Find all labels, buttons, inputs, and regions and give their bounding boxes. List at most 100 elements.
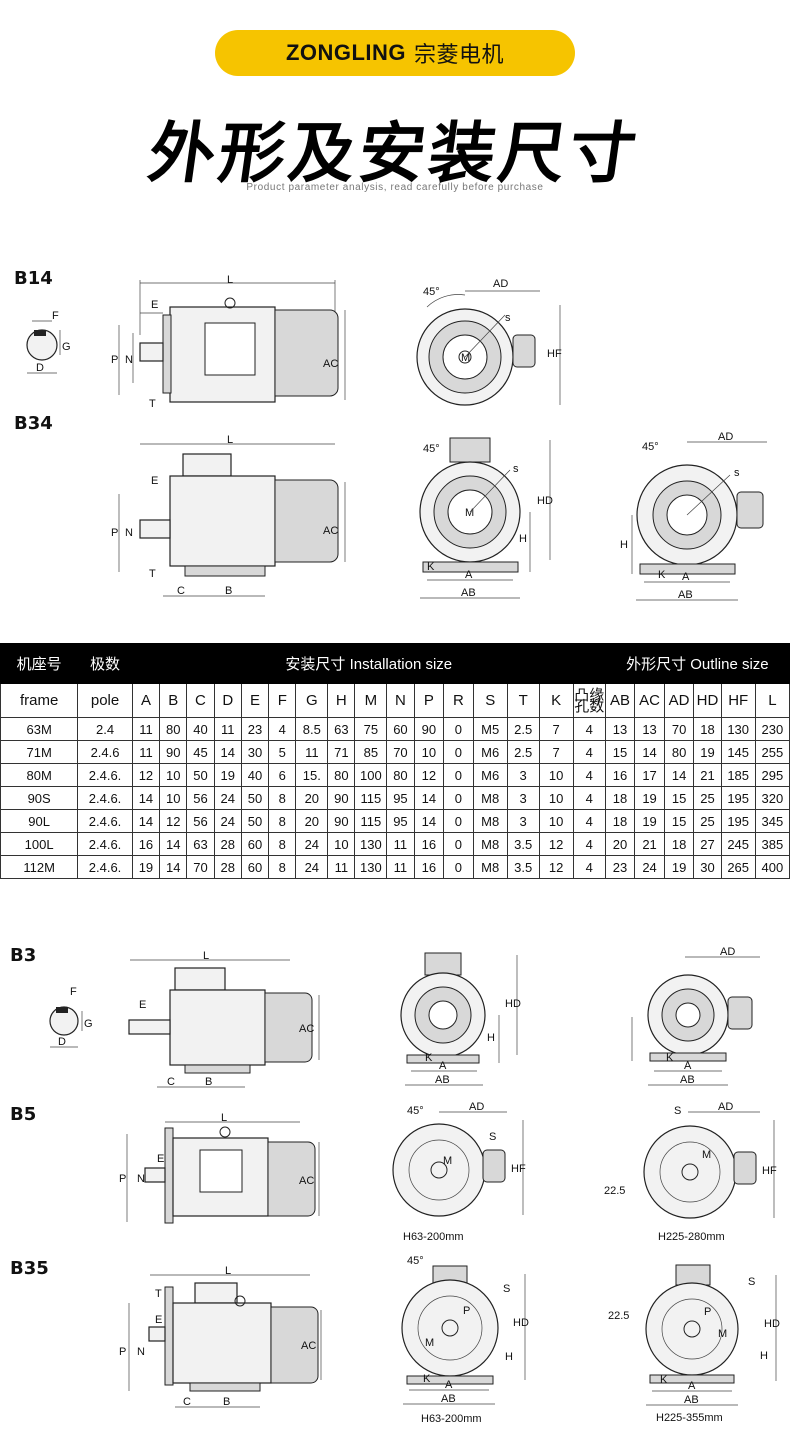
table-cell: M6 [472, 763, 508, 787]
dim-label: E [157, 1153, 164, 1165]
table-cell: M8 [472, 855, 508, 879]
dim-label: H [487, 1032, 495, 1044]
table-cell: 19 [663, 855, 695, 879]
dim-label: 22.5 [604, 1185, 625, 1197]
dim-label: P [111, 354, 118, 366]
table-cell: 0 [443, 832, 474, 856]
dim-label: L [225, 1265, 231, 1277]
motor-flange-view-b35-large: P M S 22.5 HD H K A AB H225-355mm [608, 1264, 780, 1424]
dim-label: A [439, 1060, 447, 1072]
dim-label: s [513, 463, 519, 475]
dim-label: C [177, 585, 185, 597]
table-cell: 0 [443, 786, 474, 810]
spec-table: 机座号 极数 安装尺寸 Installation size 外形尺寸 Outli… [0, 643, 790, 879]
table-cell: 24 [213, 786, 242, 810]
dim-label: AB [461, 587, 476, 599]
table-cell: 4 [572, 832, 606, 856]
table-cell: 90 [159, 740, 188, 764]
column-header: AC [634, 683, 665, 718]
shaft-key-section-b3: F G D [49, 986, 93, 1048]
dim-label: HF [511, 1163, 526, 1175]
table-cell: 385 [754, 832, 790, 856]
dim-label: 45° [423, 286, 440, 298]
column-header: pole [77, 683, 133, 718]
table-cell: M5 [472, 717, 508, 741]
table-cell: 16 [604, 763, 636, 787]
table-cell: 3.5 [506, 832, 540, 856]
table-cell: 10 [538, 809, 574, 833]
table-cell: 2.5 [506, 717, 540, 741]
table-cell: 20 [295, 786, 329, 810]
column-header: frame [0, 683, 79, 718]
table-cell: 80 [159, 717, 188, 741]
table-cell: M8 [472, 809, 508, 833]
column-header: L [754, 683, 790, 718]
table-cell: 265 [720, 855, 756, 879]
dim-label: M [718, 1328, 727, 1340]
dim-label: HD [537, 495, 553, 507]
dim-label: M [465, 507, 474, 519]
section-label-b34: B34 [14, 413, 53, 434]
dim-label: HF [762, 1165, 777, 1177]
dim-label: L [227, 274, 233, 286]
table-cell: 4 [572, 786, 606, 810]
column-header: F [268, 683, 297, 718]
brand-banner: ZONGLING 宗菱电机 [215, 30, 575, 76]
table-cell: 8 [268, 855, 297, 879]
dim-label: B [205, 1076, 212, 1088]
dim-label: B [225, 585, 232, 597]
range-label-b35-right: H225-355mm [656, 1412, 723, 1424]
table-cell: 12 [538, 832, 574, 856]
column-header: R [443, 683, 474, 718]
table-cell: 2.4.6. [77, 786, 133, 810]
table-cell: 14 [131, 786, 161, 810]
brand-name-en: ZONGLING [285, 40, 407, 65]
dim-label: AD [718, 431, 733, 443]
dim-label: S [503, 1283, 510, 1295]
dim-label: E [155, 1314, 162, 1326]
table-cell: 400 [754, 855, 790, 879]
dim-label: P [119, 1346, 126, 1358]
table-cell: 0 [443, 763, 474, 787]
dim-label: E [151, 475, 158, 487]
dim-label: G [62, 341, 71, 353]
table-cell: 63M [0, 717, 79, 741]
table-cell: 10 [538, 786, 574, 810]
table-cell: 70 [663, 717, 695, 741]
column-header: AD [663, 683, 695, 718]
table-cell: 0 [443, 809, 474, 833]
table-cell: M6 [472, 740, 508, 764]
table-cell: 115 [354, 786, 388, 810]
table-cell: 10 [413, 740, 445, 764]
table-cell: 85 [354, 740, 388, 764]
dim-label: HD [505, 998, 521, 1010]
column-header: 凸缘孔数 [572, 683, 606, 718]
column-header: P [413, 683, 445, 718]
table-cell: 14 [159, 832, 188, 856]
column-header: A [131, 683, 161, 718]
table-cell: 8.5 [295, 717, 329, 741]
dim-label: E [151, 299, 158, 311]
column-header: N [386, 683, 415, 718]
dim-label: M [461, 352, 470, 364]
table-cell: 28 [213, 832, 242, 856]
table-cell: 60 [240, 855, 270, 879]
dim-label: AD [720, 946, 735, 958]
table-cell: 12 [413, 763, 445, 787]
dim-label: AC [323, 358, 338, 370]
motor-side-view-b14: L E P N T AC [111, 274, 346, 410]
table-cell: 24 [295, 855, 329, 879]
table-cell: M8 [472, 832, 508, 856]
table-cell: 345 [754, 809, 790, 833]
dim-label: K [660, 1374, 668, 1386]
table-cell: 71M [0, 740, 79, 764]
table-cell: 295 [754, 763, 790, 787]
dim-label: AB [678, 589, 693, 601]
dim-label: AC [299, 1023, 314, 1035]
table-cell: 14 [663, 763, 695, 787]
column-header: K [538, 683, 574, 718]
